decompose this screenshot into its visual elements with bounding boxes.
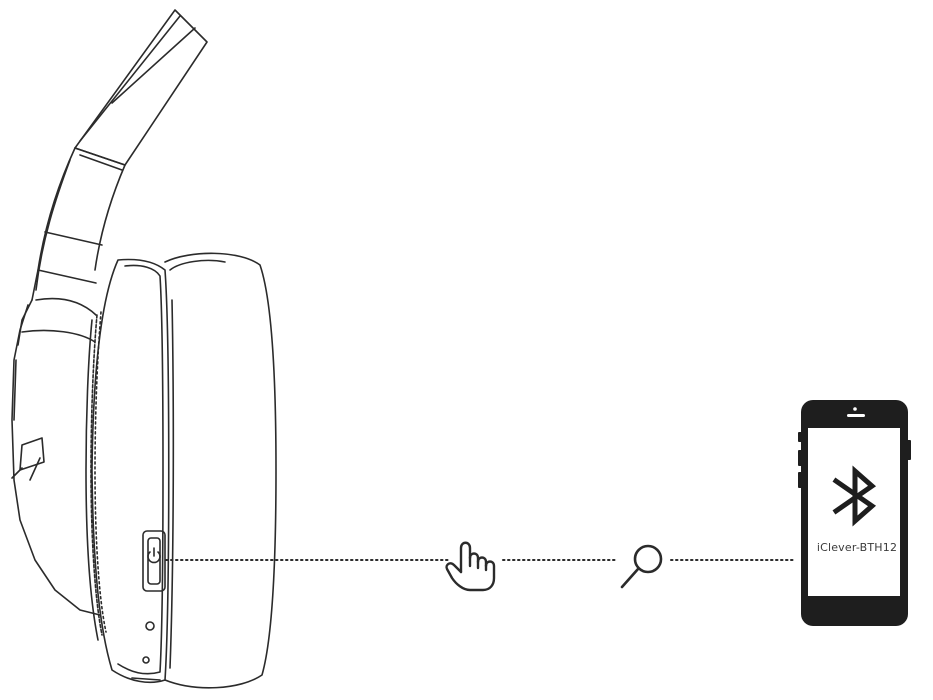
- hinge: [11, 297, 101, 616]
- ear-cushion: [164, 252, 277, 689]
- ear-cup-shell: [85, 258, 170, 684]
- headband: [17, 9, 208, 346]
- smartphone-icon: [798, 400, 911, 626]
- power-button-icon: [142, 530, 166, 592]
- headphones-illustration: [11, 9, 277, 689]
- hand-pointer-icon: [445, 541, 496, 592]
- bluetooth-icon: [832, 465, 877, 527]
- paired-device-name: iClever-BTH12: [816, 541, 898, 554]
- search-icon: [620, 544, 663, 589]
